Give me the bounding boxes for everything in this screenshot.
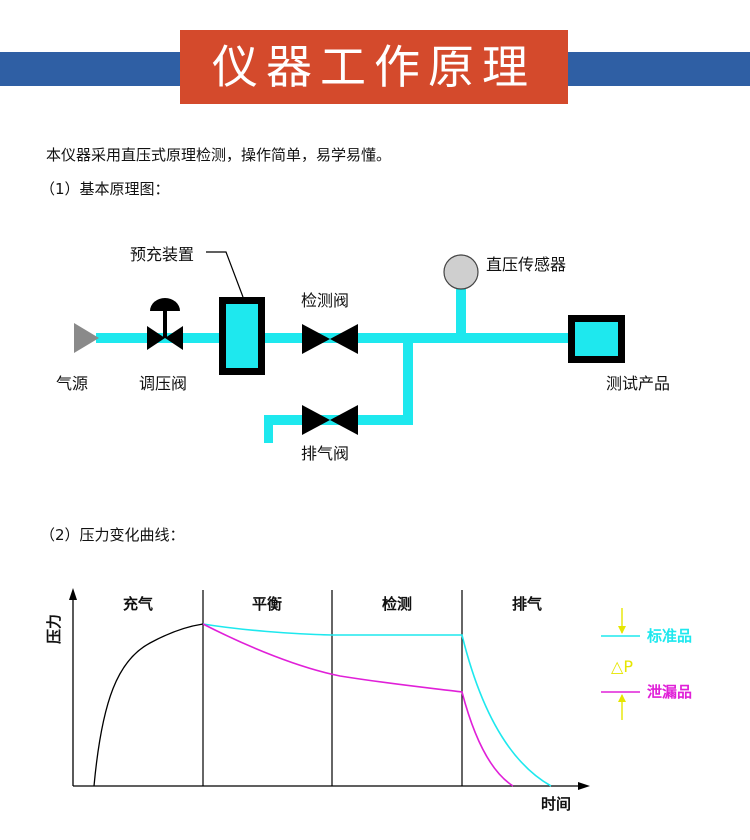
- label-pressure-sensor: 直压传感器: [486, 255, 566, 274]
- y-axis-arrow: [69, 588, 77, 600]
- regulator-valve-icon: [147, 298, 183, 350]
- intro-text: 本仪器采用直压式原理检测，操作简单，易学易懂。: [46, 146, 392, 164]
- delta-arrowhead-bottom: [618, 694, 626, 702]
- sensor-pipe: [456, 285, 466, 338]
- legend-standard-label: 标准品: [646, 627, 692, 645]
- title-box: 仪器工作原理: [180, 30, 568, 104]
- exhaust-outlet: [264, 415, 273, 443]
- label-regulator: 调压阀: [139, 374, 187, 393]
- label-test-product: 测试产品: [606, 374, 670, 393]
- test-valve-icon: [302, 324, 358, 354]
- phase-label: 平衡: [252, 595, 282, 613]
- delta-arrowhead-top: [618, 626, 626, 634]
- phase-label: 检测: [382, 595, 412, 613]
- legend: 标准品 泄漏品 △P: [601, 608, 692, 720]
- section1-heading: （1）基本原理图：: [40, 180, 170, 198]
- pressure-curve-chart: 充气 平衡 检测 排气 压力 时间 标准品 泄漏品 △P: [45, 588, 692, 813]
- pressure-sensor-icon: [443, 254, 479, 290]
- phase-label: 充气: [123, 595, 153, 613]
- gas-source-icon: [74, 323, 99, 353]
- legend-leak-label: 泄漏品: [647, 683, 692, 701]
- precharge-device-icon: [206, 251, 265, 375]
- delta-p-label: △P: [611, 657, 633, 676]
- x-axis-arrow: [578, 782, 590, 790]
- label-exhaust-valve: 排气阀: [301, 444, 349, 463]
- y-axis-label: 压力: [45, 614, 63, 644]
- standard-curve: [202, 623, 552, 787]
- charge-curve: [93, 623, 204, 787]
- branch-pipe-vertical: [403, 338, 413, 425]
- test-product-icon: [568, 315, 625, 363]
- label-gas-source: 气源: [56, 374, 88, 393]
- label-test-valve: 检测阀: [301, 291, 349, 310]
- leak-curve: [202, 623, 514, 787]
- label-precharge: 预充装置: [130, 245, 194, 264]
- page-title: 仪器工作原理: [212, 40, 536, 94]
- phase-label: 排气: [512, 595, 542, 613]
- section2-heading: （2）压力变化曲线：: [40, 526, 185, 544]
- exhaust-valve-icon: [302, 405, 358, 435]
- x-axis-label: 时间: [541, 795, 571, 813]
